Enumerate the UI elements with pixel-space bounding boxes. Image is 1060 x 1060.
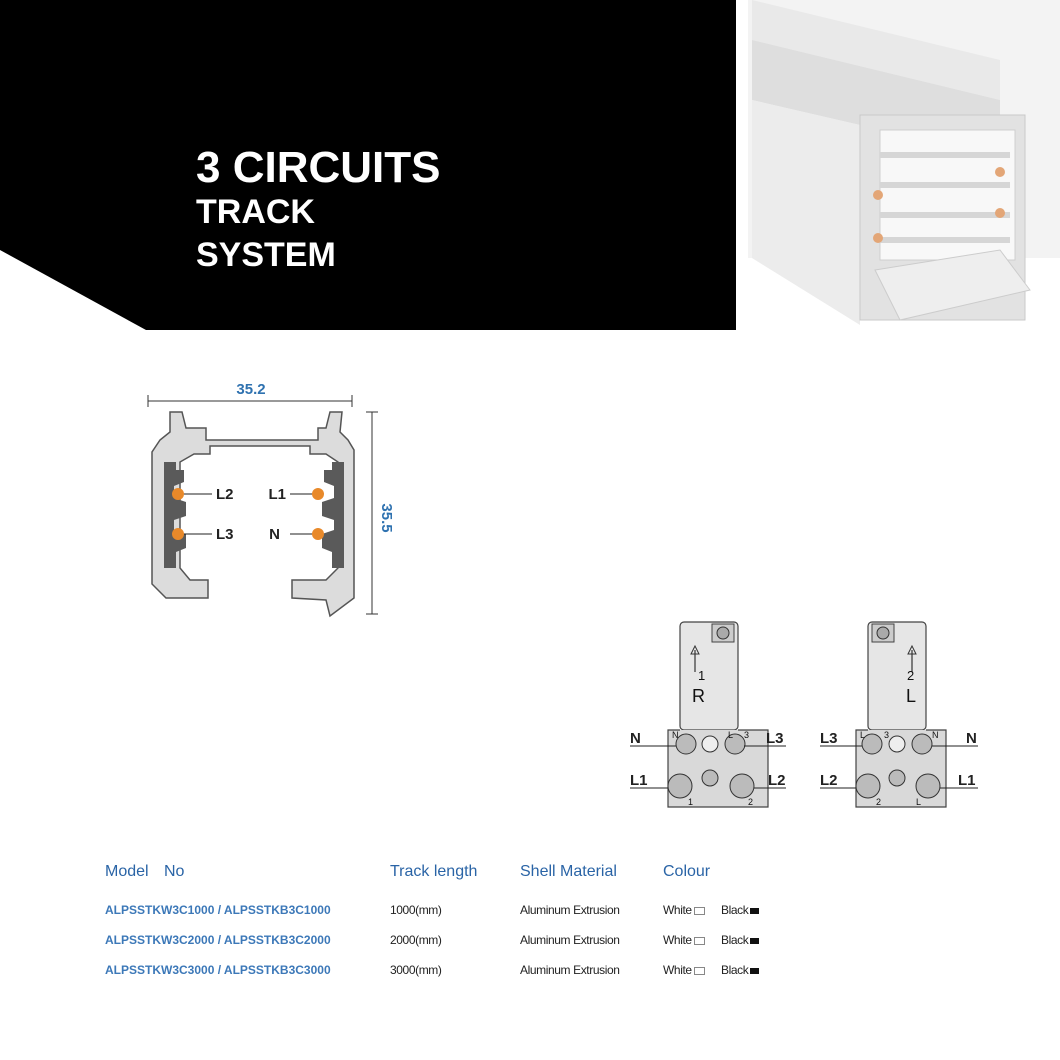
connector-left-l2: L2 [768,772,786,789]
white-swatch-icon [693,936,705,945]
hero-banner: 3 CIRCUITS TRACK SYSTEM [0,0,1060,330]
connector-right: 2 L L 3 N 2 L L3 N L2 L1 [820,621,978,808]
black-swatch-icon [750,937,760,944]
material-cell: Aluminum Extrusion [520,903,620,917]
length-cell: 3000(mm) [390,963,442,977]
width-label: 35.2 [236,381,265,398]
connector-left: 1 R N L 3 1 2 N L3 L1 L2 [630,621,786,808]
label-l1: L1 [268,486,286,503]
svg-text:N: N [672,730,679,740]
svg-text:L: L [860,730,865,740]
material-cell: Aluminum Extrusion [520,933,620,947]
height-label: 35.5 [378,503,395,532]
black-swatch-icon [750,907,760,914]
connector-left-l1: L1 [630,772,648,789]
colour-black: Black [721,933,760,947]
colour-white: White [663,903,705,917]
header-model: Model [105,863,149,880]
svg-text:L: L [728,730,733,740]
model-cell: ALPSSTKW3C2000 / ALPSSTKB3C2000 [105,933,331,947]
black-swatch-icon [750,967,760,974]
label-l3: L3 [216,526,234,543]
connector-diagrams: 1 R N L 3 1 2 N L3 L1 L2 2 L [630,621,978,808]
title-line-2: TRACK [196,193,315,231]
model-cell: ALPSSTKW3C3000 / ALPSSTKB3C3000 [105,963,331,977]
colour-white: White [663,933,705,947]
svg-text:3: 3 [744,730,749,740]
insulator-left [164,462,186,568]
svg-text:1: 1 [688,797,693,807]
title-line-3: SYSTEM [196,236,336,274]
label-n: N [269,526,280,543]
aluminum-profile [151,411,355,618]
svg-text:N: N [932,730,939,740]
table-row: ALPSSTKW3C1000 / ALPSSTKB3C1000 1000(mm)… [0,903,1060,923]
banner-graphic [0,0,1060,330]
colour-black: Black [721,963,760,977]
track-profile-drawing: 35.2 35.5 L2 L3 L1 N [147,381,395,618]
label-l2: L2 [216,486,234,503]
svg-text:3: 3 [884,730,889,740]
header-no: No [164,863,185,880]
header-colour: Colour [663,863,711,880]
connector-left-l3: L3 [766,730,784,747]
white-swatch-icon [693,966,705,975]
insulator-right [322,462,344,568]
white-swatch-icon [693,906,705,915]
model-cell: ALPSSTKW3C1000 / ALPSSTKB3C1000 [105,903,331,917]
table-row: ALPSSTKW3C2000 / ALPSSTKB3C2000 2000(mm)… [0,933,1060,953]
length-cell: 1000(mm) [390,903,442,917]
header-track-length: Track length [390,863,478,880]
svg-text:2: 2 [748,797,753,807]
header-shell-material: Shell Material [520,863,617,880]
connector-right-l3: L3 [820,730,838,747]
colour-white: White [663,963,705,977]
svg-text:2: 2 [907,668,914,683]
conductor-l1 [312,488,324,500]
table-row: ALPSSTKW3C3000 / ALPSSTKB3C3000 3000(mm)… [0,963,1060,983]
conductor-l2 [172,488,184,500]
connector-right-l1: L1 [958,772,976,789]
svg-text:L: L [906,686,916,706]
conductor-l3 [172,528,184,540]
svg-text:R: R [692,686,705,706]
svg-text:1: 1 [698,668,705,683]
connector-right-n: N [966,730,977,747]
connector-left-n: N [630,730,641,747]
conductor-n [312,528,324,540]
material-cell: Aluminum Extrusion [520,963,620,977]
svg-text:L: L [916,797,921,807]
colour-black: Black [721,903,760,917]
title-line-1: 3 CIRCUITS [196,143,441,192]
connector-right-l2: L2 [820,772,838,789]
track-rail-image [752,0,1031,325]
length-cell: 2000(mm) [390,933,442,947]
svg-text:2: 2 [876,797,881,807]
